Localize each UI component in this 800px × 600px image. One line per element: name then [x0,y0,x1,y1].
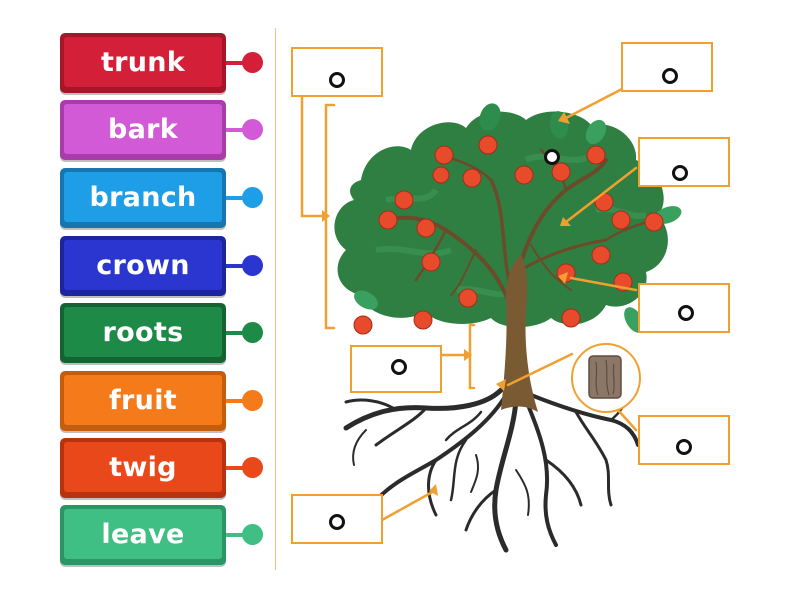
label-connector-dot[interactable] [242,524,263,545]
drop-target-dot[interactable] [672,165,688,181]
label-fruit[interactable]: fruit [60,371,265,431]
drop-zone-6[interactable] [638,415,730,465]
divider [275,28,276,570]
tree-illustration [300,86,682,553]
label-text: roots [64,307,222,357]
label-text: bark [64,104,222,154]
label-connector-line [226,128,248,132]
label-connector-dot[interactable] [242,255,263,276]
label-card[interactable]: branch [60,168,226,228]
label-connector-line [226,533,248,537]
drop-target-dot[interactable] [391,359,407,375]
arrowheads [322,112,571,496]
label-text: twig [64,442,222,492]
label-branch[interactable]: branch [60,168,265,228]
label-connector-dot[interactable] [242,119,263,140]
label-crown[interactable]: crown [60,236,265,296]
bark-zoom-illustration [571,343,641,413]
label-card[interactable]: crown [60,236,226,296]
drop-target-dot[interactable] [329,72,345,88]
label-connector-dot[interactable] [242,457,263,478]
label-connector-line [226,399,248,403]
drop-target-dot[interactable] [544,149,560,165]
label-connector-line [226,196,248,200]
drop-target-dot[interactable] [329,514,345,530]
label-twig[interactable]: twig [60,438,265,498]
label-card[interactable]: bark [60,100,226,160]
roots-illustration [343,387,640,553]
drop-zone-3[interactable] [638,137,730,187]
tree-diagram [276,0,800,600]
label-card[interactable]: roots [60,303,226,363]
label-text: leave [64,509,222,559]
label-text: fruit [64,375,222,425]
label-connector-line [226,264,248,268]
drop-target-dot[interactable] [662,68,678,84]
label-roots[interactable]: roots [60,303,265,363]
label-connector-dot[interactable] [242,52,263,73]
label-connector-line [226,331,248,335]
label-card[interactable]: fruit [60,371,226,431]
label-text: branch [64,172,222,222]
label-connector-dot[interactable] [242,390,263,411]
drop-zone-1[interactable] [291,47,383,97]
label-text: crown [64,240,222,290]
drop-zone-4[interactable] [638,283,730,333]
label-leave[interactable]: leave [60,505,265,565]
trunk-illustration [501,255,538,412]
label-connector-dot[interactable] [242,322,263,343]
label-bark[interactable]: bark [60,100,265,160]
drop-target-dot[interactable] [676,439,692,455]
drop-zone-5[interactable] [350,345,442,393]
drop-zone-2[interactable] [621,42,713,92]
label-list: trunk bark branch crown roots fruit twig leave [0,0,270,600]
label-connector-line [226,466,248,470]
label-card[interactable]: trunk [60,33,226,93]
label-card[interactable]: twig [60,438,226,498]
label-connector-dot[interactable] [242,187,263,208]
drop-target-dot[interactable] [678,305,694,321]
label-connector-line [226,61,248,65]
label-card[interactable]: leave [60,505,226,565]
label-trunk[interactable]: trunk [60,33,265,93]
label-text: trunk [64,37,222,87]
drop-zone-7[interactable] [291,494,383,544]
